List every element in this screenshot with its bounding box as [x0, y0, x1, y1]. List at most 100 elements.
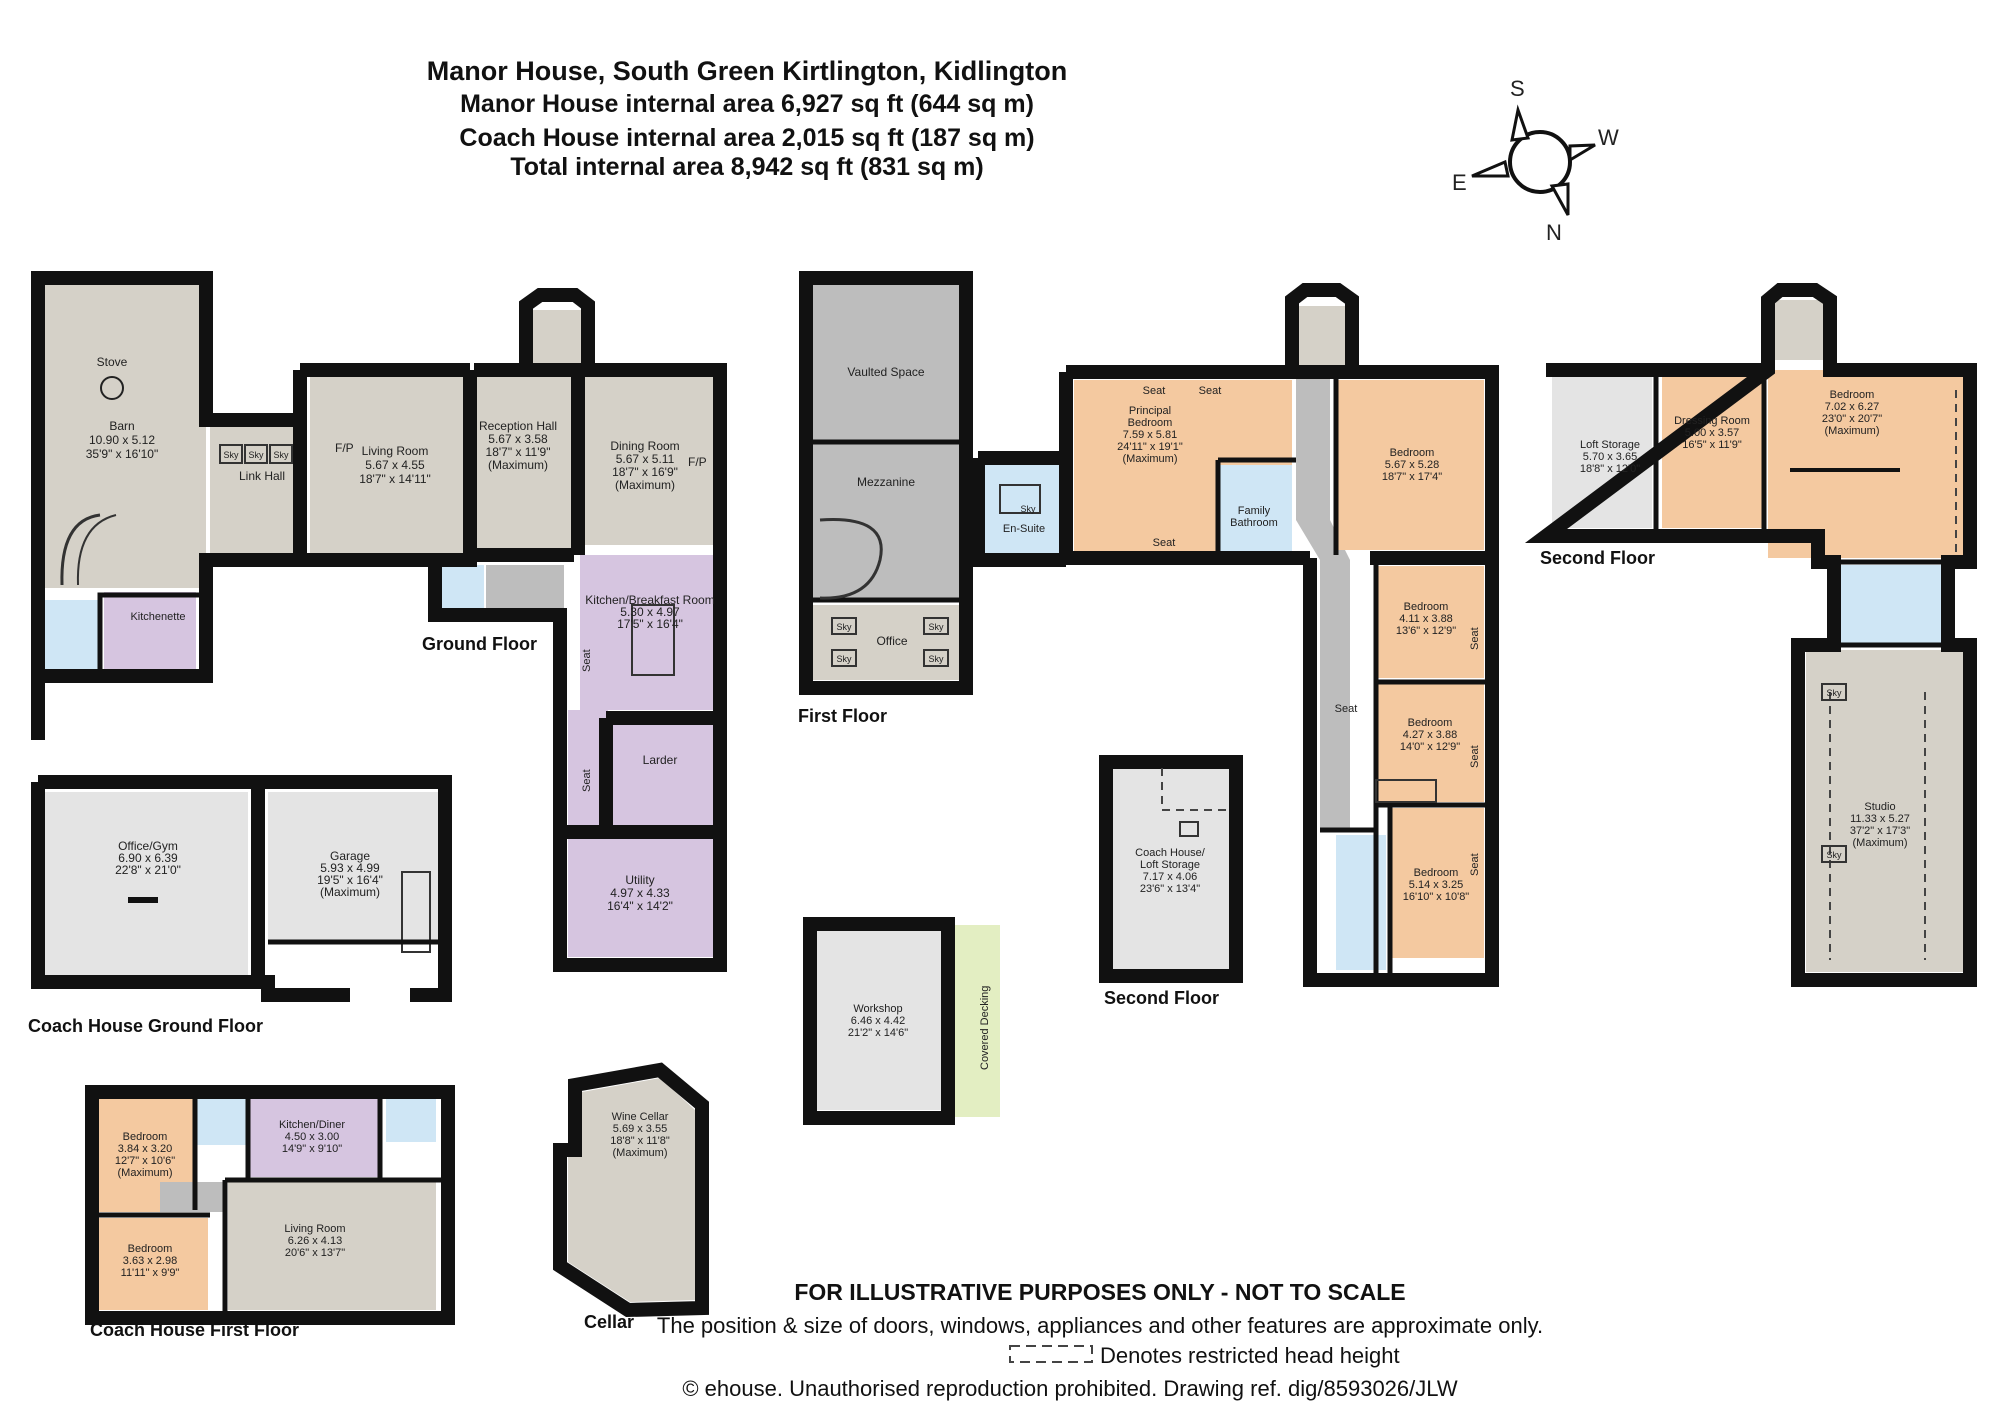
- ff-tower-stair: [1292, 306, 1350, 366]
- label-stove: Stove: [97, 355, 128, 369]
- coach-ground-plan: Office/Gym 6.90 x 6.39 22'8" x 21'0" Gar…: [28, 775, 452, 1036]
- compass-s: S: [1510, 76, 1525, 101]
- room-studio: [1806, 650, 1964, 972]
- label-reception-m: 5.67 x 3.58: [488, 432, 548, 446]
- label-dressing: Dressing Room: [1674, 415, 1750, 427]
- label-dressing-m: 5.00 x 3.57: [1685, 427, 1739, 439]
- label-seat-corr: Seat: [1335, 703, 1358, 715]
- loft-hatch: [1179, 821, 1199, 837]
- label-fp-dining: F/P: [688, 455, 707, 469]
- label-family-bath: Family: [1238, 505, 1271, 517]
- label-garage-x: (Maximum): [320, 885, 380, 899]
- stove-icon: [100, 376, 124, 400]
- room-family-bathroom: [1220, 465, 1292, 552]
- ff-skylight-1: [831, 617, 857, 635]
- ff-skylight-2: [923, 617, 949, 635]
- footer-line-3: Denotes restricted head height: [1100, 1343, 1400, 1368]
- label-sf-bedroom-x: (Maximum): [1825, 425, 1880, 437]
- label-principal-x: (Maximum): [1123, 453, 1178, 465]
- room-wine-cellar: [568, 1078, 695, 1302]
- label-ch-living-m: 6.26 x 4.13: [288, 1235, 342, 1247]
- workshop-plan: Workshop 6.46 x 4.42 21'2" x 14'6" Cover…: [803, 917, 1000, 1125]
- second-floor-plan: Loft Storage 5.70 x 3.65 18'8" x 12'0" D…: [1524, 283, 1977, 987]
- label-link-hall: Link Hall: [239, 469, 285, 483]
- label-ch-bed1-f: 12'7" x 10'6": [115, 1155, 175, 1167]
- footer-line-2: The position & size of doors, windows, a…: [657, 1313, 1543, 1338]
- label-principal-m: 7.59 x 5.81: [1123, 429, 1177, 441]
- label-ff-bed3: Bedroom: [1408, 717, 1453, 729]
- label-living-m: 5.67 x 4.55: [365, 458, 425, 472]
- gym-bar: [128, 897, 158, 903]
- label-loft-storage-m: 5.70 x 3.65: [1583, 451, 1637, 463]
- label-seat-b2: Seat: [1469, 627, 1481, 650]
- label-wine-cellar-f: 18'8" x 11'8": [610, 1135, 670, 1147]
- room-ch-bath: [197, 1097, 247, 1145]
- label-loft-storage: Loft Storage: [1580, 439, 1640, 451]
- label-sf-bedroom-m: 7.02 x 6.27: [1825, 401, 1879, 413]
- label-loft-storage-f: 18'8" x 12'0": [1580, 463, 1640, 475]
- label-ff-bed1-m: 5.67 x 5.28: [1385, 459, 1439, 471]
- room-living: [310, 375, 470, 555]
- room-kitchenette: [104, 592, 196, 672]
- ff-skylight-4: [923, 649, 949, 667]
- label-kitchen-f: 17'5" x 16'4": [617, 617, 683, 631]
- room-ch-wc: [386, 1097, 436, 1142]
- label-studio-sky-2: Sky: [1826, 850, 1842, 860]
- title-line-3: Coach House internal area 2,015 sq ft (1…: [459, 124, 1034, 152]
- room-office-gym: [38, 792, 248, 982]
- caption-coach-ground: Coach House Ground Floor: [28, 1016, 263, 1036]
- coach-first-plan: Bedroom 3.84 x 3.20 12'7" x 10'6" (Maxim…: [85, 1085, 455, 1340]
- caption-second-floor-coach: Second Floor: [1104, 988, 1219, 1008]
- label-workshop: Workshop: [853, 1003, 902, 1015]
- label-seat-p3: Seat: [1153, 537, 1176, 549]
- label-ch-bed2-m: 3.63 x 2.98: [123, 1255, 177, 1267]
- room-reception-hall: [474, 375, 574, 555]
- room-barn-shower: [38, 600, 100, 672]
- label-ff-sky-2: Sky: [928, 622, 944, 632]
- label-fp-living: F/P: [335, 441, 354, 455]
- caption-coach-first: Coach House First Floor: [90, 1320, 299, 1340]
- label-seat-corridor: Seat: [581, 769, 593, 792]
- room-ff-bedroom-3: [1376, 684, 1484, 802]
- room-cloakroom: [440, 565, 484, 615]
- label-reception-f: 18'7" x 11'9": [486, 445, 551, 459]
- label-sf-bedroom-f: 23'0" x 20'7": [1822, 413, 1882, 425]
- room-workshop: [816, 930, 942, 1110]
- label-ch-bed1-m: 3.84 x 3.20: [118, 1143, 172, 1155]
- label-workshop-f: 21'2" x 14'6": [848, 1027, 908, 1039]
- room-coach-loft: [1112, 768, 1230, 970]
- restricted-height-icon: [1009, 1345, 1093, 1363]
- label-mezzanine: Mezzanine: [857, 475, 915, 489]
- label-sky-3: Sky: [273, 450, 289, 460]
- label-reception: Reception Hall: [479, 419, 557, 433]
- label-kitchen-m: 5.30 x 4.97: [620, 605, 680, 619]
- room-ff-bedroom-4: [1392, 808, 1484, 958]
- label-en-suite: En-Suite: [1003, 523, 1045, 535]
- first-floor-barn-plan: Vaulted Space Mezzanine Office Sky Sky S…: [798, 271, 973, 726]
- room-kitchen: [580, 555, 720, 710]
- room-larder: [610, 720, 720, 825]
- title-line-1: Manor House, South Green Kirtlington, Ki…: [427, 56, 1067, 86]
- label-ff-bed2-f: 13'6" x 12'9": [1396, 625, 1456, 637]
- label-studio: Studio: [1864, 801, 1895, 813]
- label-garage: Garage: [330, 849, 370, 863]
- room-covered-decking: [948, 925, 1000, 1117]
- corridor: [1296, 320, 1350, 830]
- label-ch-bed1-x: (Maximum): [118, 1167, 173, 1179]
- label-ff-bed2: Bedroom: [1404, 601, 1449, 613]
- label-ch-living: Living Room: [284, 1223, 345, 1235]
- label-ff-bed4: Bedroom: [1414, 867, 1459, 879]
- room-ch-bedroom-2: [98, 1218, 208, 1310]
- label-office-gym-m: 6.90 x 6.39: [118, 851, 178, 865]
- title-line-4: Total internal area 8,942 sq ft (831 sq …: [510, 153, 983, 181]
- room-lobby: [486, 565, 564, 615]
- label-dining-f: 18'7" x 16'9": [612, 465, 678, 479]
- room-sf-bath: [1840, 565, 1942, 643]
- ff-skylight-3: [831, 649, 857, 667]
- label-ff-bed1-f: 18'7" x 17'4": [1382, 471, 1442, 483]
- label-larder: Larder: [643, 753, 678, 767]
- label-barn-m: 10.90 x 5.12: [89, 433, 155, 447]
- label-seat-b4: Seat: [1469, 853, 1481, 876]
- stair-lower: [1375, 779, 1437, 803]
